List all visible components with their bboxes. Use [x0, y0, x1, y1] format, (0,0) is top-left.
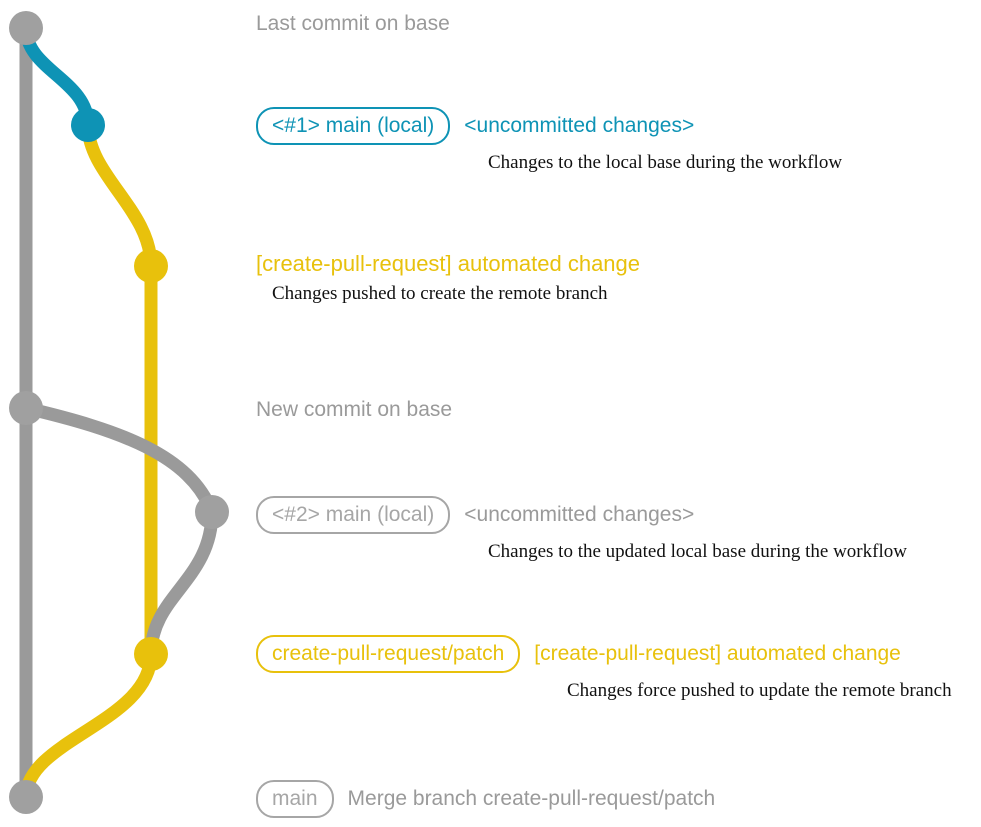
- commit-subject-patch-2: [create-pull-request] automated change: [534, 642, 901, 665]
- commit-row-patch-1: [create-pull-request] automated change C…: [256, 252, 640, 305]
- ref-pill-create-pull-request-patch[interactable]: create-pull-request/patch: [256, 635, 521, 673]
- node-patch-1: [134, 249, 168, 283]
- commit-subject-merge: Merge branch create-pull-request/patch: [347, 787, 716, 810]
- edge-patch2-to-merge: [19, 647, 158, 804]
- commit-note-last-commit: Last commit on base: [256, 12, 450, 35]
- commit-row-local-2: <#2> main (local) <uncommitted changes> …: [256, 496, 907, 563]
- commit-row-local-1: <#1> main (local) <uncommitted changes> …: [256, 107, 842, 174]
- commit-subject-patch-1: [create-pull-request] automated change: [256, 251, 641, 276]
- commit-description-patch-1: Changes pushed to create the remote bran…: [272, 283, 608, 304]
- commit-description-patch-2: Changes force pushed to update the remot…: [567, 680, 952, 701]
- commit-description-local-1: Changes to the local base during the wor…: [488, 152, 843, 173]
- edge-local2-to-patch2: [144, 505, 219, 661]
- node-base-2: [9, 391, 43, 425]
- commit-head-patch-2: create-pull-request/patch [create-pull-r…: [256, 635, 952, 673]
- node-merge: [9, 780, 43, 814]
- edge-base2-to-local2: [19, 401, 219, 519]
- commit-head-merge: main Merge branch create-pull-request/pa…: [256, 780, 715, 818]
- commit-description-local-2: Changes to the updated local base during…: [488, 541, 907, 562]
- node-local-2: [195, 495, 229, 529]
- commit-head-local-1: <#1> main (local) <uncommitted changes>: [256, 107, 842, 145]
- commit-head-local-2: <#2> main (local) <uncommitted changes>: [256, 496, 907, 534]
- ref-pill-main[interactable]: main: [256, 780, 334, 818]
- ref-pill-main-local-1[interactable]: <#1> main (local): [256, 107, 451, 145]
- commit-row-merge: main Merge branch create-pull-request/pa…: [256, 780, 715, 818]
- node-base-1: [9, 11, 43, 45]
- commit-row-new-commit: New commit on base: [256, 398, 452, 422]
- commit-note-new-commit: New commit on base: [256, 398, 453, 421]
- ref-pill-main-local-2[interactable]: <#2> main (local): [256, 496, 451, 534]
- edge-local1-to-patch1: [81, 118, 158, 273]
- commit-subject-local-2: <uncommitted changes>: [464, 503, 695, 526]
- commit-row-last-commit: Last commit on base: [256, 12, 450, 36]
- node-local-1: [71, 108, 105, 142]
- commit-row-patch-2: create-pull-request/patch [create-pull-r…: [256, 635, 952, 702]
- node-patch-2: [134, 637, 168, 671]
- commit-subject-local-1: <uncommitted changes>: [464, 114, 695, 137]
